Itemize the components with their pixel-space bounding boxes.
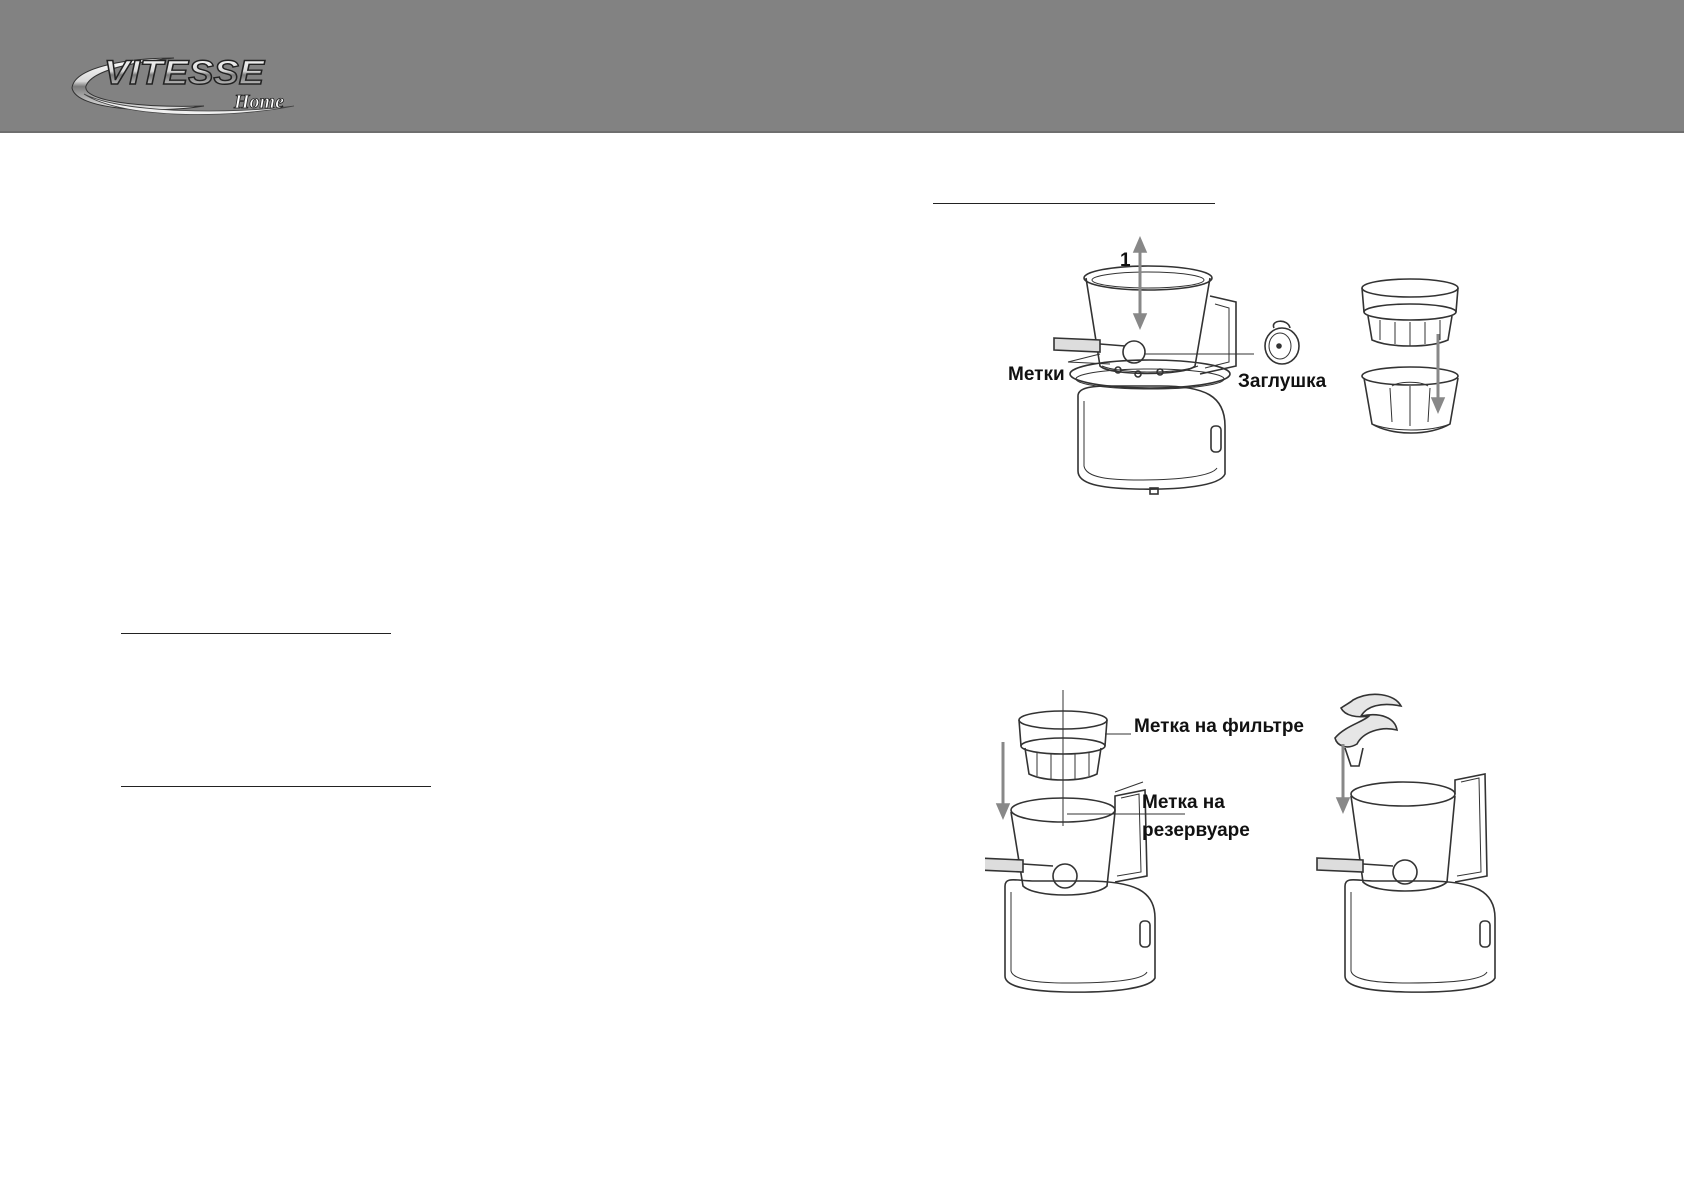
juicer-base (1077, 385, 1226, 490)
header-bar: VITESSE Home (0, 0, 1684, 133)
juicer-bowl (1085, 277, 1211, 375)
plug-part (1264, 320, 1300, 365)
label-plug: Заглушка (1238, 371, 1327, 392)
juicer-spout (1053, 337, 1101, 353)
vitesse-logo: VITESSE Home (71, 53, 295, 115)
label-filter-mark: Метка на фильтре (1134, 716, 1304, 737)
brand-text: VITESSE (104, 54, 265, 92)
filter-part (1361, 278, 1459, 347)
heading-rule-right (933, 203, 1215, 204)
label-tank-mark-line2: резервуаре (1142, 820, 1250, 841)
figure-assembly-bottom (985, 690, 1496, 993)
brand-sub-text: Home (233, 91, 284, 113)
label-tank-mark-line1: Метка на (1142, 792, 1225, 813)
filter-above-tank (1018, 690, 1108, 826)
auger-part (1334, 693, 1403, 767)
left-juicer (985, 789, 1156, 993)
brush-part (1361, 366, 1459, 434)
heading-rule-left-1 (121, 633, 391, 634)
label-marks: Метки (1008, 364, 1065, 385)
right-juicer (1316, 773, 1496, 993)
heading-rule-left-2 (121, 786, 431, 787)
figure-assembly-top (1053, 236, 1459, 495)
power-switch (1210, 425, 1222, 453)
step-number: 1 (1120, 250, 1131, 271)
